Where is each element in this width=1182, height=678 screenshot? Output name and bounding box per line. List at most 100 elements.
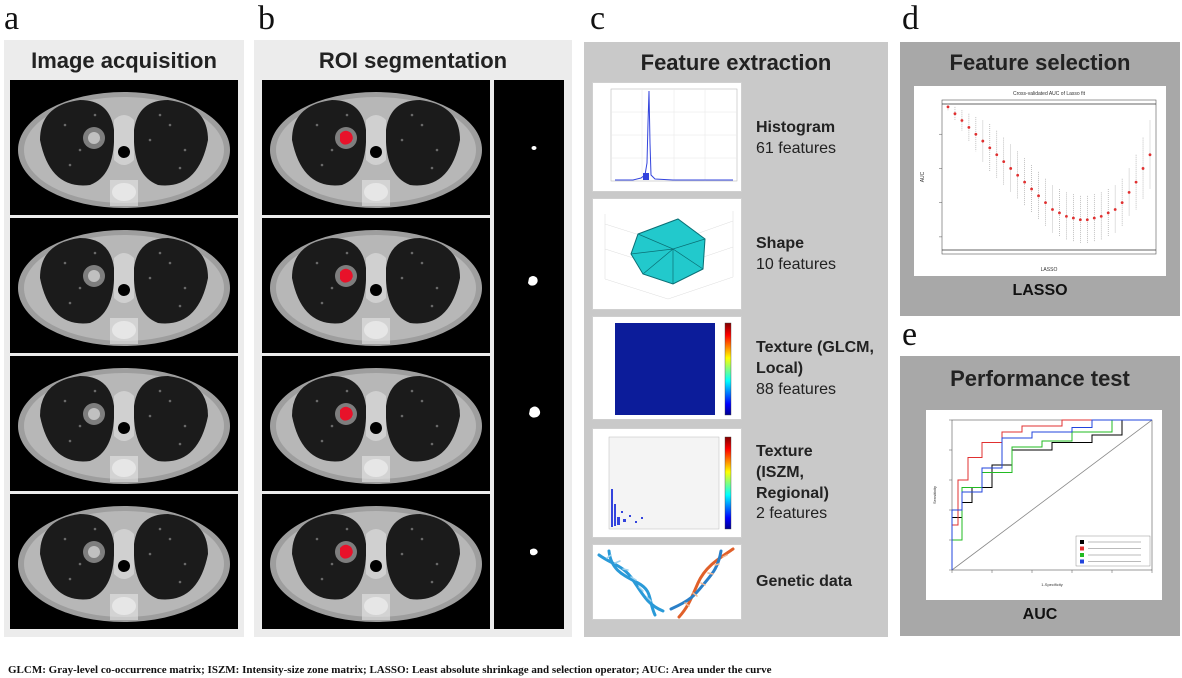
- legend-swatch: [1080, 546, 1084, 551]
- shape-thumbnail: [592, 198, 742, 310]
- ct-slice: [10, 80, 238, 215]
- ct-slice-roi: [262, 494, 490, 629]
- panel-roi-segmentation: ROI segmentation: [254, 40, 572, 637]
- panel-feature-selection: Feature selection Cross-validated AUC of…: [900, 42, 1180, 316]
- roi-mask-strip: [494, 80, 564, 629]
- ct-slice: [10, 494, 238, 629]
- cv-point: [967, 125, 971, 129]
- trachea: [370, 422, 382, 434]
- trachea: [370, 560, 382, 572]
- cv-point: [1065, 214, 1068, 218]
- cv-point: [960, 119, 964, 122]
- feature-name: Texture (ISZM, Regional): [756, 443, 829, 502]
- panel-letter-e: e: [902, 316, 918, 353]
- lung-left: [133, 238, 208, 324]
- cv-point: [946, 105, 950, 109]
- feature-count: 88 features: [756, 380, 837, 398]
- cv-point: [1030, 187, 1033, 191]
- panel-caption: LASSO: [1012, 282, 1068, 299]
- cv-point: [1078, 218, 1082, 222]
- cv-point: [1099, 214, 1103, 218]
- genetic-data-thumbnail: [592, 544, 742, 620]
- roi-mask: [529, 406, 541, 418]
- panel-title: Performance test: [950, 366, 1130, 391]
- lung-left: [133, 514, 208, 600]
- cv-point: [1009, 167, 1013, 170]
- roi-overlay: [340, 406, 353, 421]
- dna-helix-icon: [669, 547, 735, 619]
- panel-feature-extraction: Feature extraction Histogram 61 features: [584, 42, 888, 637]
- feature-count: 10 features: [756, 255, 837, 273]
- x-axis-label: 1-Specificity: [1041, 582, 1063, 587]
- iszm-thumbnail: [592, 428, 742, 538]
- cv-point: [1023, 180, 1027, 184]
- cv-point: [1037, 194, 1040, 198]
- roi-overlay: [340, 544, 353, 559]
- cv-point: [1044, 201, 1047, 205]
- cv-point: [1120, 201, 1124, 205]
- roi-mask: [530, 548, 538, 556]
- cv-point: [1113, 208, 1117, 211]
- lung-left: [133, 100, 208, 186]
- feature-label-glcm: Texture (GLCM, Local) 88 features: [756, 338, 876, 400]
- legend-swatch: [1080, 553, 1084, 557]
- feature-count: 2 features: [756, 505, 828, 523]
- cv-point: [1071, 216, 1075, 220]
- panel-image-acquisition: Image acquisition: [4, 40, 244, 637]
- lung-right: [40, 514, 115, 600]
- cv-point: [988, 146, 992, 150]
- trachea: [118, 284, 130, 296]
- cv-point: [974, 132, 978, 136]
- panel-letter-d: d: [902, 0, 919, 37]
- ct-slice: [10, 356, 238, 491]
- feature-label-shape: Shape 10 features: [756, 234, 836, 276]
- cv-point: [1016, 173, 1020, 177]
- y-axis-label: Sensitivity: [932, 486, 937, 504]
- roc-curve: [951, 419, 1152, 570]
- legend-swatch: [1080, 540, 1084, 544]
- trachea: [370, 146, 382, 158]
- lung-left: [385, 100, 460, 186]
- cv-point: [1134, 180, 1138, 184]
- feature-label-genetic: Genetic data: [756, 572, 852, 593]
- lung-left: [385, 238, 460, 324]
- cv-point: [1106, 211, 1110, 215]
- y-axis-label: AUC: [920, 171, 926, 182]
- cv-point: [1002, 160, 1006, 163]
- panel-caption: AUC: [1022, 606, 1058, 623]
- cv-point: [995, 153, 999, 157]
- ct-slice-roi: [262, 80, 490, 215]
- ct-slice: [10, 218, 238, 353]
- lung-right: [292, 514, 367, 600]
- feature-name: Texture (GLCM, Local): [756, 339, 874, 377]
- lung-left: [385, 514, 460, 600]
- footnote: GLCM: Gray-level co-occurrence matrix; I…: [8, 664, 772, 676]
- roi-overlay: [340, 130, 353, 145]
- lung-right: [292, 100, 367, 186]
- lung-right: [292, 238, 367, 324]
- cv-point: [981, 139, 985, 143]
- panel-letter-a: a: [4, 0, 20, 37]
- panel-letter-c: c: [590, 0, 606, 37]
- cv-point: [1148, 153, 1152, 157]
- plot-title: Cross-validated AUC of Lasso fit: [1013, 91, 1086, 97]
- lung-right: [40, 100, 115, 186]
- diagonal-reference: [951, 419, 1153, 571]
- panel-title: ROI segmentation: [318, 48, 508, 73]
- x-axis-label: LASSO: [1041, 267, 1058, 273]
- dna-helix-icon: [597, 549, 665, 617]
- panel-title: Feature extraction: [640, 50, 832, 75]
- ct-slice-roi: [262, 356, 490, 491]
- panel-title: Image acquisition: [31, 48, 217, 73]
- panel-letter-b: b: [258, 0, 275, 37]
- roc-plot: Sensitivity 1-Specificity: [926, 410, 1162, 600]
- lung-right: [40, 376, 115, 462]
- roi-overlay: [340, 268, 353, 283]
- legend: [1075, 535, 1151, 567]
- trachea: [118, 146, 130, 158]
- feature-label-iszm: Texture (ISZM, Regional) 2 features: [756, 442, 851, 525]
- lung-right: [292, 376, 367, 462]
- histogram-thumbnail: [592, 82, 742, 192]
- feature-name: Genetic data: [756, 573, 853, 590]
